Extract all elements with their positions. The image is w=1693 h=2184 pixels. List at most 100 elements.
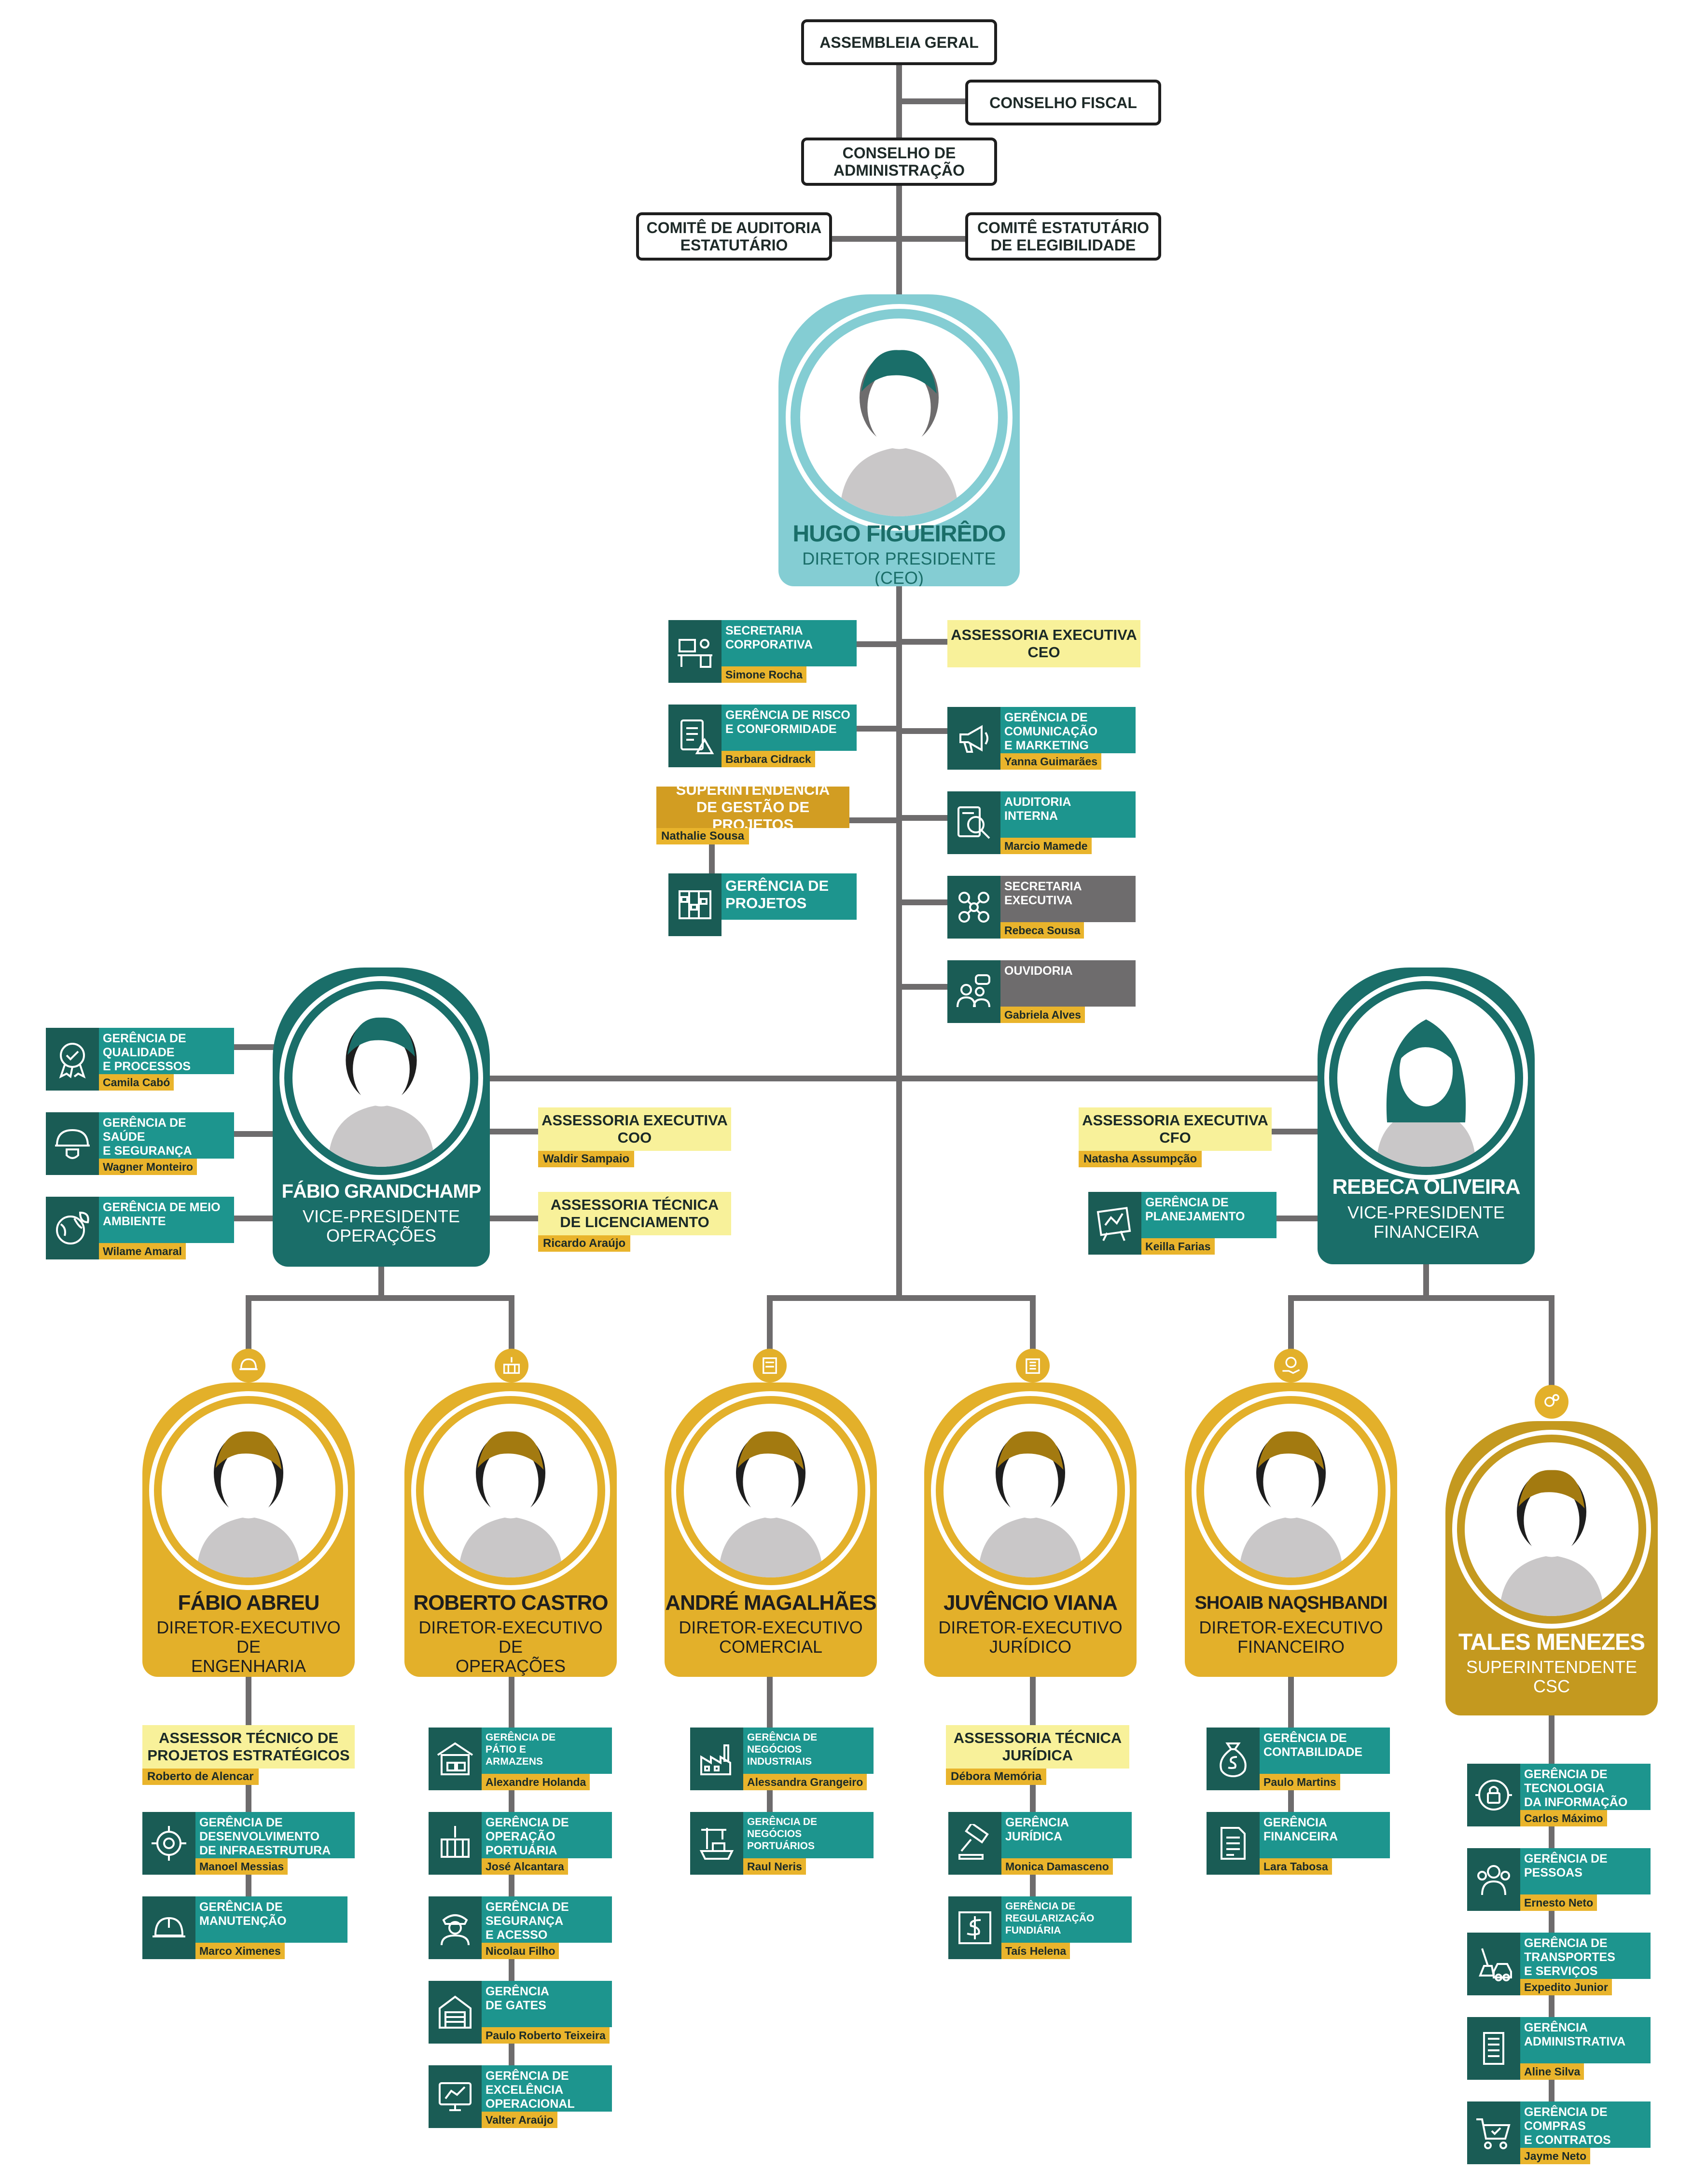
person-tag: Paulo Martins (1260, 1774, 1340, 1790)
assembleia-geral-box: ASSEMBLEIA GERAL (801, 19, 997, 65)
dept-auditoria-interna: AUDITORIA INTERNA Marcio Mamede (947, 791, 1136, 854)
gate-icon (429, 1981, 482, 2044)
director-card-juridico: JUVÊNCIO VIANA DIRETOR-EXECUTIVO JURÍDIC… (924, 1382, 1137, 1677)
vp-fin-name: REBECA OLIVEIRA (1332, 1175, 1520, 1199)
director-name: ANDRÉ MAGALHÃES (665, 1591, 876, 1615)
person-avatar-icon (328, 1017, 435, 1167)
director-role: DIRETOR-EXECUTIVO DE ENGENHARIA (156, 1617, 341, 1676)
director-role: DIRETOR-EXECUTIVO FINANCEIRO (1199, 1617, 1383, 1657)
shopping-cart-icon (1467, 2101, 1520, 2164)
director-name: FÁBIO ABREU (178, 1591, 320, 1615)
person-avatar-icon (458, 1431, 563, 1577)
person-tag: Débora Memória (946, 1769, 1047, 1785)
person-tag: Keilla Farias (1141, 1238, 1215, 1255)
avatar (684, 1404, 858, 1577)
person-tag: Carlos Máximo (1520, 1810, 1607, 1826)
invoice-icon (1207, 1812, 1260, 1875)
gear-wrench-icon (142, 1812, 195, 1875)
planning-board-icon (1088, 1192, 1141, 1255)
person-tag: Ricardo Araújo (538, 1235, 631, 1252)
handshake-icon (753, 1349, 787, 1382)
person-tag: Monica Damasceno (1001, 1858, 1113, 1875)
dept-patio-armazens: GERÊNCIA DE PÁTIO E ARMAZENS Alexandre H… (429, 1728, 612, 1790)
person-avatar-icon (719, 1431, 823, 1577)
security-guard-icon (429, 1896, 482, 1959)
dept-manutencao: GERÊNCIA DE MANUTENÇÃO Marco Ximenes (142, 1896, 347, 1959)
avatar (162, 1404, 335, 1577)
person-avatar-icon (978, 1431, 1082, 1577)
person-avatar-female-icon (1376, 1019, 1476, 1167)
avatar (1465, 1442, 1638, 1616)
dept-qualidade-processos: GERÊNCIA DE QUALIDADE E PROCESSOS Camila… (46, 1028, 234, 1091)
avatar (1204, 1404, 1378, 1577)
person-tag: Waldir Sampaio (538, 1151, 635, 1167)
conselho-fiscal-box: CONSELHO FISCAL (965, 80, 1161, 125)
director-card-engenharia: FÁBIO ABREU DIRETOR-EXECUTIVO DE ENGENHA… (142, 1382, 355, 1677)
person-avatar-icon (1499, 1470, 1604, 1616)
avatar (424, 1404, 597, 1577)
helmet-shield-icon (46, 1112, 99, 1175)
dept-negocios-industriais: GERÊNCIA DE NEGÓCIOS INDUSTRIAIS Alessan… (690, 1728, 874, 1790)
conselho-administracao-box: CONSELHO DE ADMINISTRAÇÃO (801, 138, 997, 186)
vp-ops-role: VICE-PRESIDENTE OPERAÇÕES (302, 1206, 460, 1245)
globe-leaf-icon (46, 1197, 99, 1259)
checklist-warning-icon (668, 705, 722, 767)
network-gears-icon (947, 876, 1000, 939)
person-avatar-icon (840, 350, 958, 516)
desk-icon (668, 620, 722, 683)
people-chat-icon (947, 960, 1000, 1023)
person-tag: Jayme Neto (1520, 2148, 1591, 2164)
dept-secretaria-corporativa: SECRETARIA CORPORATIVA Simone Rocha (668, 620, 857, 683)
car-broom-icon (1467, 1933, 1520, 1995)
person-tag: Expedito Junior (1520, 1979, 1612, 1995)
director-name: SHOAIB NAQSHBANDI (1194, 1593, 1388, 1613)
dept-gerencia-projetos: GERÊNCIA DE PROJETOS (668, 873, 857, 936)
money-bag-icon (1207, 1728, 1260, 1790)
ceo-name: HUGO FIGUEIRÊDO (792, 521, 1006, 547)
director-card-financeiro: SHOAIB NAQSHBANDI DIRETOR-EXECUTIVO FINA… (1185, 1382, 1397, 1677)
director-role: SUPERINTENDENTE CSC (1466, 1657, 1637, 1696)
avatar (1337, 989, 1515, 1167)
person-tag: Taís Helena (1001, 1943, 1070, 1959)
helmet-icon (232, 1349, 265, 1382)
warehouse-icon (429, 1728, 482, 1790)
dept-transportes-servicos-gerais: GERÊNCIA DE TRANSPORTES E SERVIÇOS GERAI… (1467, 1933, 1651, 1995)
port-crane-icon (429, 1812, 482, 1875)
hard-hat-icon (142, 1896, 195, 1959)
person-tag: Raul Neris (743, 1858, 806, 1875)
person-tag: Marco Ximenes (195, 1943, 285, 1959)
person-tag: Alexandre Holanda (482, 1774, 590, 1790)
vp-operacoes-card: FÁBIO GRANDCHAMP VICE-PRESIDENTE OPERAÇÕ… (273, 968, 490, 1267)
land-deed-icon (948, 1896, 1001, 1959)
person-avatar-icon (196, 1431, 301, 1577)
dept-risco-conformidade: GERÊNCIA DE RISCO E CONFORMIDADE Barbara… (668, 705, 857, 767)
ceo-role: DIRETOR PRESIDENTE (CEO) (802, 549, 996, 587)
circuit-lock-icon (1467, 1764, 1520, 1826)
dept-tecnologia-informacao: GERÊNCIA DE TECNOLOGIA DA INFORMAÇÃO Car… (1467, 1764, 1651, 1826)
office-building-icon (1467, 2017, 1520, 2080)
vp-ops-name: FÁBIO GRANDCHAMP (281, 1181, 482, 1202)
person-tag: Ernesto Neto (1520, 1894, 1597, 1911)
dept-saude-seguranca: GERÊNCIA DE SAÚDE E SEGURANÇA DO TRABALH… (46, 1112, 234, 1175)
dept-comunicacao-marketing: GERÊNCIA DE COMUNICAÇÃO E MARKETING Yann… (947, 707, 1136, 770)
person-tag: Manoel Messias (195, 1858, 288, 1875)
director-name: JUVÊNCIO VIANA (943, 1591, 1118, 1615)
ship-crane-icon (690, 1812, 743, 1875)
audit-magnifier-icon (947, 791, 1000, 854)
person-tag: Simone Rocha (722, 666, 806, 683)
kanban-board-icon (668, 873, 722, 936)
person-tag: Wilame Amaral (99, 1243, 186, 1259)
person-tag: Lara Tabosa (1260, 1858, 1332, 1875)
dept-regularizacao-fundiaria: GERÊNCIA DE REGULARIZAÇÃO FUNDIÁRIA Taís… (948, 1896, 1132, 1959)
dept-excelencia-operacional: GERÊNCIA DE EXCELÊNCIA OPERACIONAL Valte… (429, 2065, 612, 2128)
comite-auditoria-box: COMITÊ DE AUDITORIA ESTATUTÁRIO (636, 212, 832, 261)
person-tag: Roberto de Alencar (142, 1769, 259, 1785)
person-tag: Rebeca Sousa (1000, 922, 1084, 939)
dept-pessoas: GERÊNCIA DE PESSOAS Ernesto Neto (1467, 1848, 1651, 1911)
person-tag: Nicolau Filho (482, 1943, 559, 1959)
crane-icon (495, 1349, 528, 1382)
dept-administrativa: GERÊNCIA ADMINISTRATIVA Aline Silva (1467, 2017, 1651, 2080)
money-hand-icon (1274, 1349, 1308, 1382)
dept-juridica: GERÊNCIA JURÍDICA Monica Damasceno (948, 1812, 1132, 1875)
comite-elegibilidade-box: COMITÊ ESTATUTÁRIO DE ELEGIBILIDADE (965, 212, 1161, 261)
